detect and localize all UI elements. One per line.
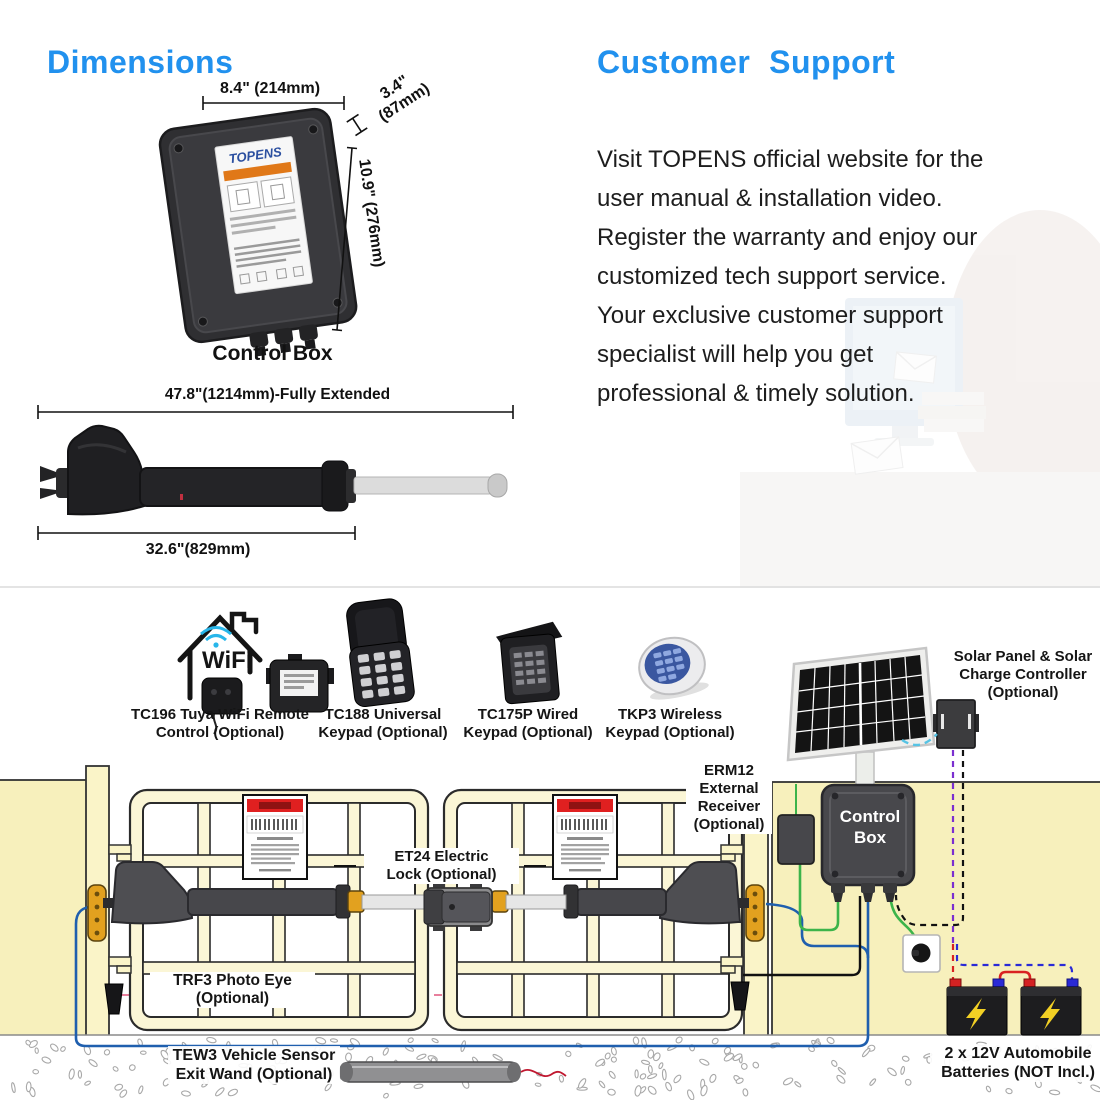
arm-extended-label: 47.8"(1214mm)-Fully Extended: [164, 386, 391, 403]
topens-logo: TOPENS: [228, 144, 283, 166]
house-icon: [177, 611, 263, 701]
wifi-text: WiFi: [202, 647, 252, 674]
batteries: [946, 978, 1082, 1036]
blue-wire-right-actuator: [765, 902, 870, 959]
control-box-diagram-label: Control Box: [839, 807, 901, 847]
electric-lock: [423, 883, 493, 931]
red-jumper-wire: [998, 970, 1032, 985]
tew3-label: TEW3 Vehicle Sensor Exit Wand (Optional): [168, 1046, 340, 1084]
warning-label: [552, 794, 618, 880]
wifi-receiver-device: [266, 654, 334, 713]
installation-diagram-art: WiFi: [0, 598, 1100, 1100]
dimensions-title: Dimensions: [47, 44, 234, 80]
customer-support-title: Customer Support: [597, 44, 896, 80]
blue-wire-left-actuator: [74, 890, 870, 1048]
control-box-diagram: [820, 783, 916, 902]
customer-support-body: Visit TOPENS official website for the us…: [597, 146, 984, 407]
left-wall: [0, 779, 88, 1037]
battery: [946, 978, 1008, 1036]
wifi-icon: [200, 626, 232, 648]
green-wire-receiver: [798, 864, 840, 932]
dimension-lines-control-box: [202, 96, 368, 332]
cable-glands: [831, 883, 897, 902]
accessory-label-tkp3: TKP3 Wireless Keypad (Optional): [605, 706, 735, 741]
trf3-label: TRF3 Photo Eye (Optional): [150, 972, 315, 1008]
control-box-caption: Control Box: [212, 342, 333, 365]
power-outlet: [902, 934, 941, 973]
wifi-remote-art: WiFi: [177, 611, 334, 735]
accessory-label-tc196: TC196 Tuya WiFi Remote Control (Optional…: [131, 706, 309, 741]
blue-wire-battery: [955, 944, 1074, 985]
accessory-label-tc175p: TC175P Wired Keypad (Optional): [463, 706, 593, 741]
power-wires: [894, 733, 1074, 985]
solar-charge-controller: [933, 699, 979, 749]
warning-label: [242, 794, 308, 880]
cyan-wire-panel-to-controller: [901, 733, 938, 747]
control-box-width-label: 8.4" (214mm): [219, 80, 321, 97]
envelope-icon: [850, 436, 904, 475]
gate-opener-product-image: [40, 424, 508, 516]
left-gate: [128, 788, 430, 1032]
photo-eye-right: [730, 981, 750, 1011]
exit-wand: [339, 1061, 567, 1083]
right-gate-actuator: [491, 861, 765, 942]
universal-keypad-art: [346, 598, 415, 708]
wifi-remote-device: [201, 677, 243, 735]
dimensions-illustration: TOPENS: [0, 96, 1100, 588]
dimension-lines-arm: [37, 405, 514, 540]
arm-retracted-label: 32.6"(829mm): [145, 541, 251, 558]
solar-panel: [786, 646, 936, 787]
envelope-icon: [893, 351, 937, 384]
erm12-label: ERM12 External Receiver (Optional): [686, 762, 772, 834]
wired-keypad-art: [496, 621, 563, 705]
accessory-label-tc188: TC188 Universal Keypad (Optional): [318, 706, 448, 741]
faded-support-photo: [740, 210, 1100, 588]
control-box-product-image: TOPENS: [158, 107, 358, 357]
exit-wand-wire: [520, 1069, 567, 1077]
battery: [1020, 978, 1082, 1036]
photo-eye-left: [104, 983, 124, 1015]
black-wire-controller-to-box: [894, 750, 965, 927]
et24-label: ET24 Electric Lock (Optional): [364, 848, 519, 884]
batteries-label: 2 x 12V Automobile Batteries (NOT Incl.): [930, 1044, 1100, 1082]
solar-label: Solar Panel & Solar Charge Controller (O…: [953, 648, 1093, 701]
gate-hinge-tabs: [108, 844, 744, 974]
wireless-keypad-art: [638, 636, 709, 700]
external-receiver: [777, 814, 815, 865]
